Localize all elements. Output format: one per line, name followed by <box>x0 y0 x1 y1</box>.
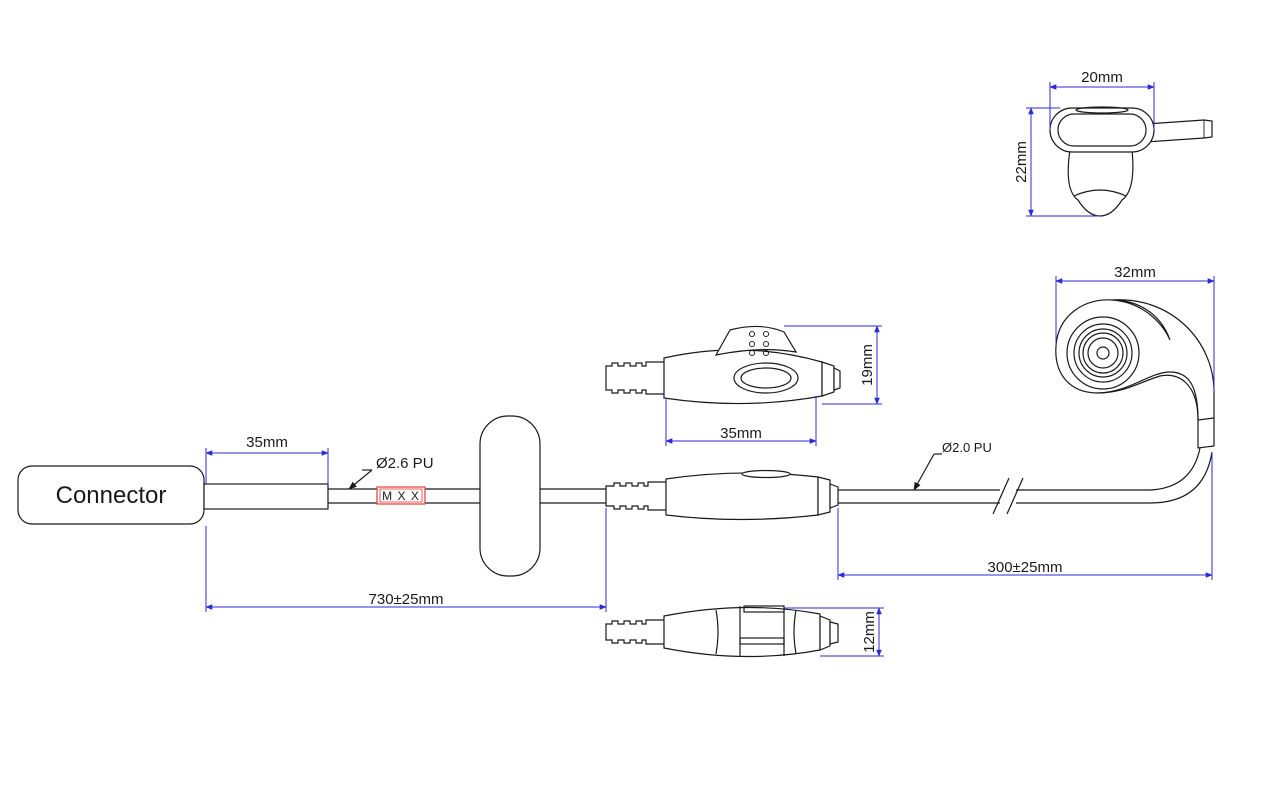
dimension-strain-relief: 35mm <box>205 434 329 484</box>
dimension-main-cable: 730±25mm <box>205 508 607 612</box>
dimension-ptt-thickness: 12mm <box>784 607 884 657</box>
dimension-strain-relief-label: 35mm <box>246 434 288 451</box>
dimension-ptt-thickness-label: 12mm <box>861 611 878 653</box>
strain-relief <box>203 483 329 510</box>
marking-text: M X X <box>382 489 420 503</box>
earpiece-top-view <box>1049 106 1213 217</box>
ptt-side-view <box>605 325 841 405</box>
ptt-box <box>605 469 839 521</box>
dimension-earpiece-width-label: 20mm <box>1081 69 1123 86</box>
dimension-earpiece-cable-label: 300±25mm <box>988 559 1063 576</box>
earpiece-cable <box>838 447 1213 515</box>
dimension-ptt-length: 35mm <box>665 396 817 446</box>
main-cable-callout: Ø2.6 PU <box>348 455 434 490</box>
dimension-ptt-length-label: 35mm <box>720 425 762 442</box>
connector: Connector <box>17 465 205 525</box>
earpiece-cable-label: Ø2.0 PU <box>942 440 992 455</box>
dimension-earpiece-cable: 300±25mm <box>837 452 1213 580</box>
connector-label: Connector <box>56 482 167 509</box>
dimension-earhook-width: 32mm <box>1055 264 1215 392</box>
dimension-main-cable-label: 730±25mm <box>369 591 444 608</box>
dimension-earpiece-width: 20mm <box>1049 69 1155 130</box>
dimension-earpiece-height-label: 22mm <box>1013 141 1030 183</box>
main-cable-label: Ø2.6 PU <box>376 455 434 472</box>
main-cable <box>328 488 606 504</box>
marking-label: M X X <box>376 486 426 505</box>
dimension-ptt-height-label: 19mm <box>859 344 876 386</box>
dimension-earhook-width-label: 32mm <box>1114 264 1156 281</box>
earpiece-cable-callout: Ø2.0 PU <box>913 440 992 491</box>
dimension-ptt-height: 19mm <box>784 325 882 405</box>
ptt-bottom-view <box>605 605 839 658</box>
dimension-earpiece-height: 22mm <box>1013 107 1100 217</box>
ear-hook <box>1055 299 1215 449</box>
clothing-clip <box>479 415 541 577</box>
